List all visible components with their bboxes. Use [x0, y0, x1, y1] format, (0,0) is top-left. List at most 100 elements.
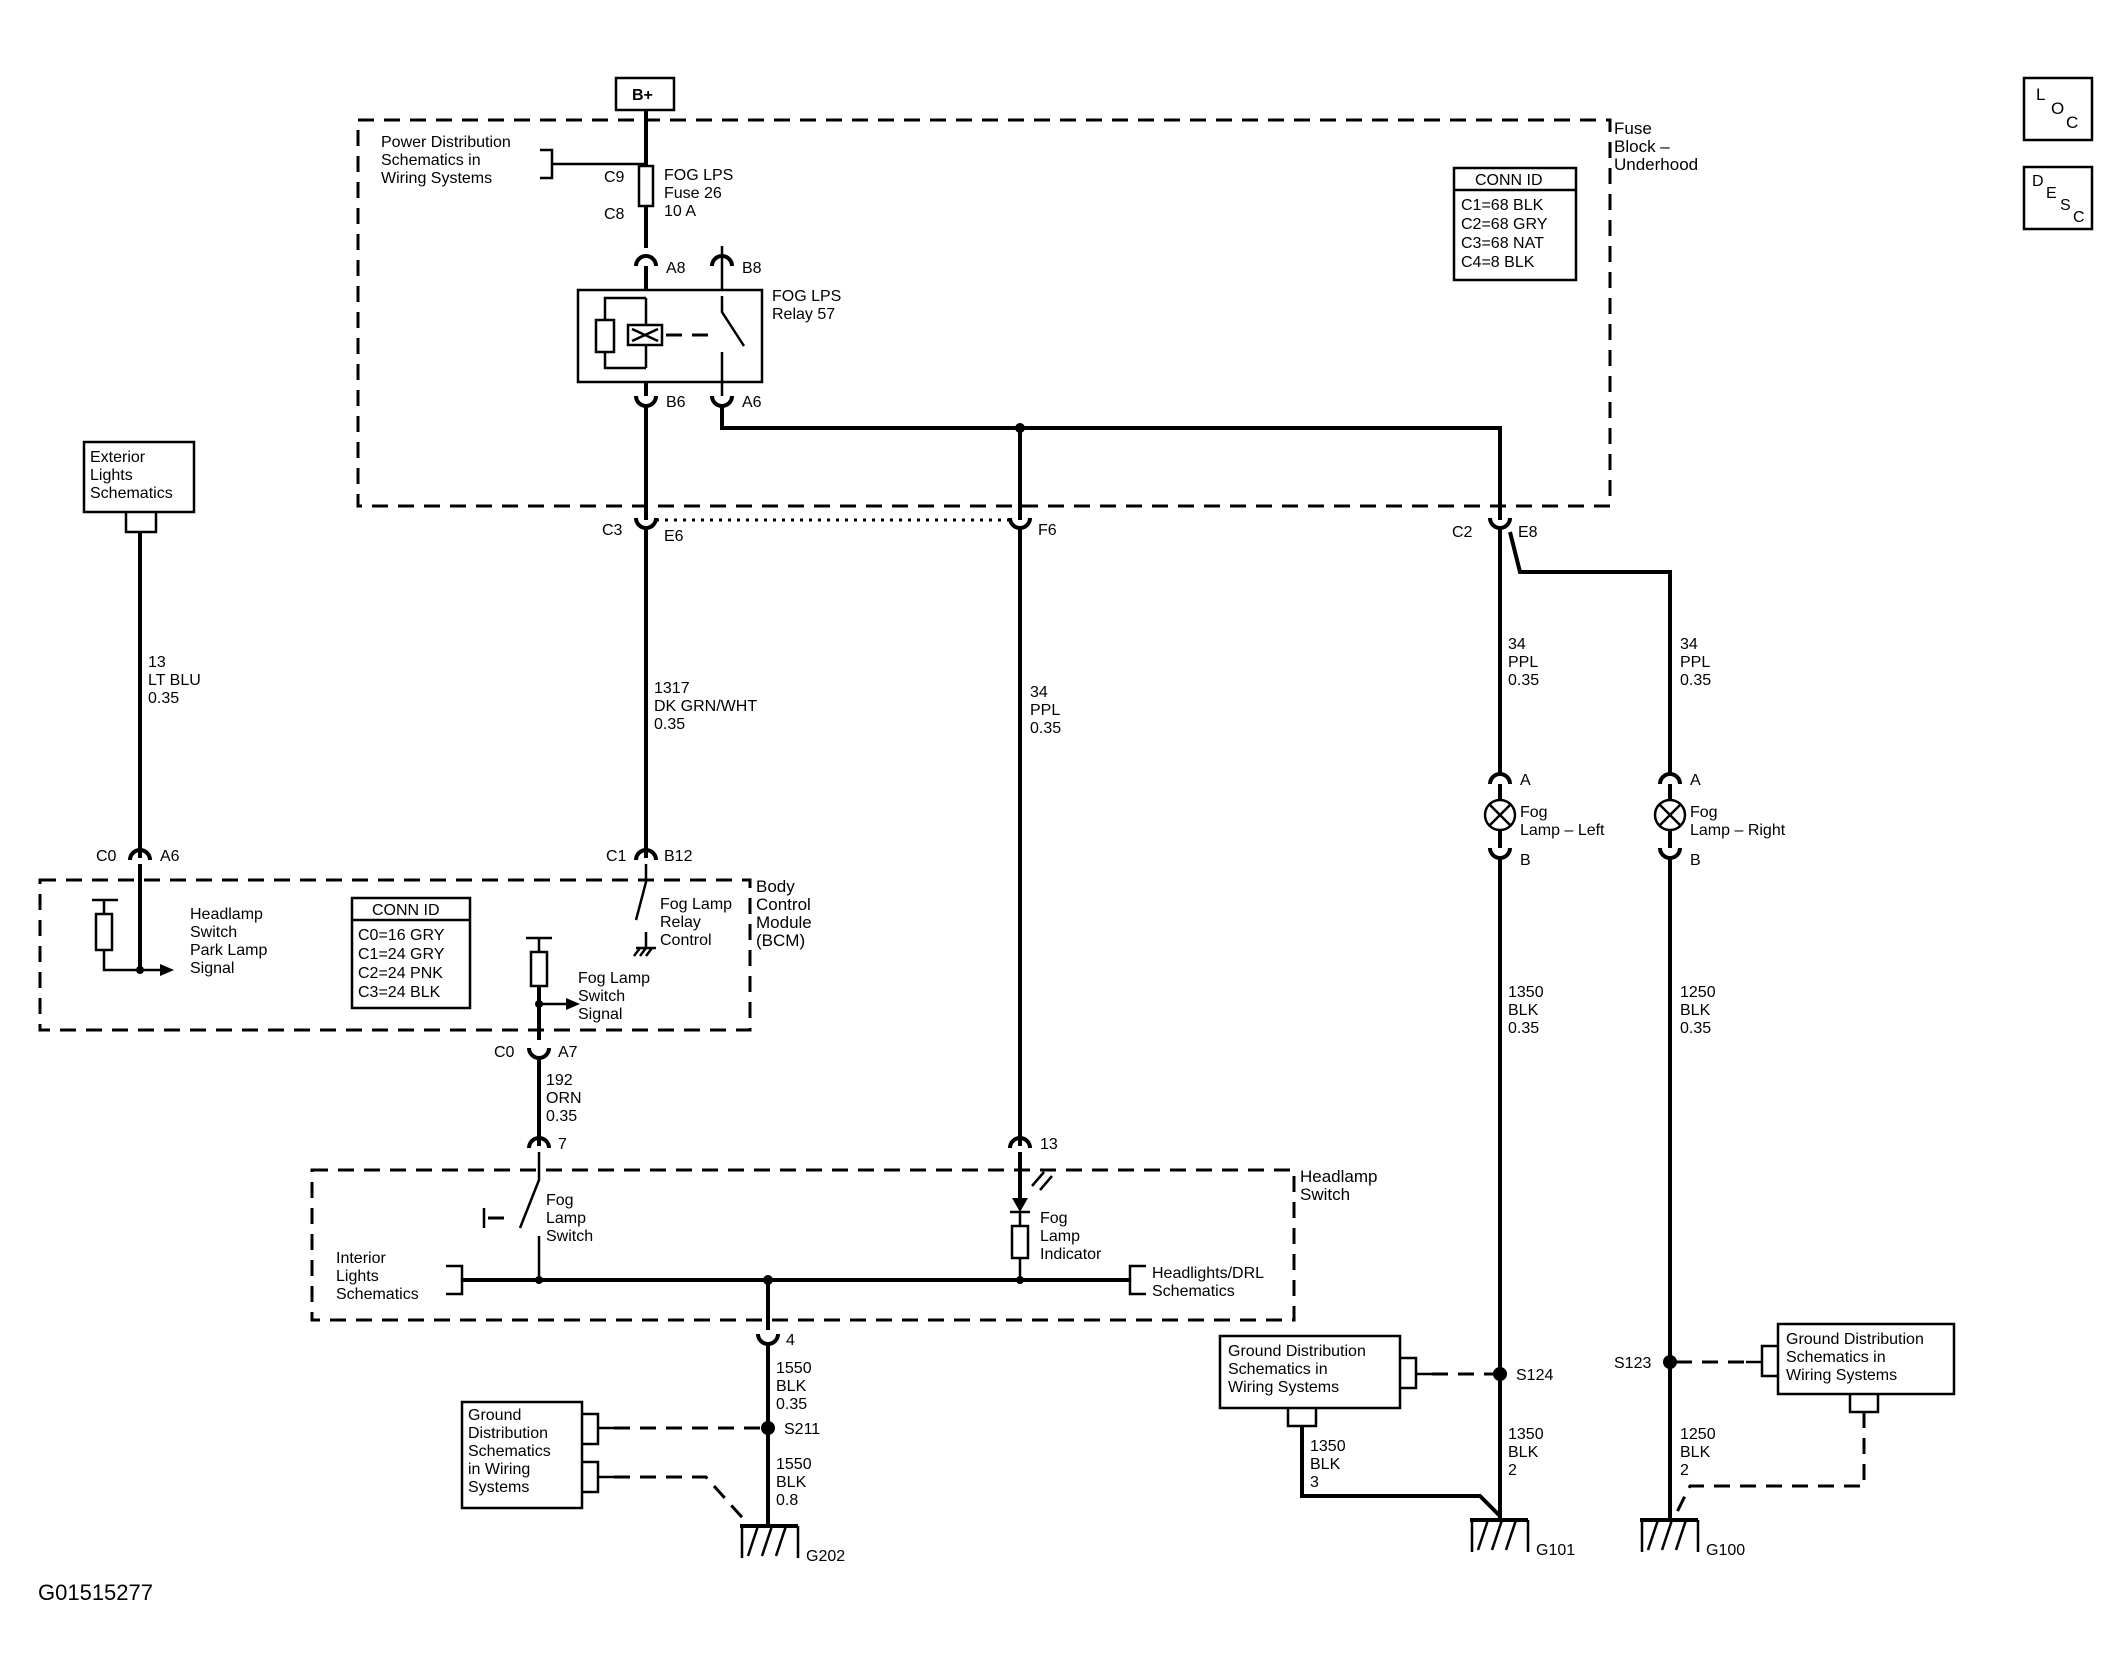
desc-button[interactable]: D E S C [2022, 165, 2094, 231]
exterior-lights-reference[interactable]: Exterior Lights Schematics [82, 440, 196, 858]
svg-text:Park Lamp: Park Lamp [190, 942, 267, 959]
svg-text:C0=16 GRY: C0=16 GRY [358, 927, 445, 944]
ground-distribution-reference-right[interactable]: Ground Distribution Schematics in Wiring… [1674, 1322, 1956, 1515]
interior-lights-reference[interactable]: Interior Lights Schematics [336, 1250, 464, 1303]
svg-text:Relay: Relay [660, 914, 701, 931]
wire-1550-blk-b: 1550 BLK 0.8 [776, 1456, 812, 1509]
svg-text:Wiring Systems: Wiring Systems [1228, 1379, 1339, 1396]
svg-text:Indicator: Indicator [1040, 1246, 1102, 1263]
svg-text:Ground Distribution: Ground Distribution [1786, 1331, 1924, 1348]
svg-text:G100: G100 [1706, 1542, 1745, 1559]
svg-text:Schematics: Schematics [90, 485, 173, 502]
svg-text:Lamp – Right: Lamp – Right [1690, 822, 1786, 839]
headlamp-switch-connectors: 7 13 [527, 1136, 1058, 1153]
svg-text:Schematics in: Schematics in [1228, 1361, 1328, 1378]
svg-text:Fog: Fog [1520, 804, 1548, 821]
svg-text:BLK: BLK [776, 1474, 807, 1491]
ground-distribution-reference-mid[interactable]: Ground Distribution Schematics in Wiring… [1218, 1334, 1502, 1518]
svg-text:Wiring Systems: Wiring Systems [1786, 1367, 1897, 1384]
svg-text:Lamp – Left: Lamp – Left [1520, 822, 1605, 839]
svg-text:192: 192 [546, 1072, 573, 1089]
svg-text:C8: C8 [604, 206, 625, 223]
svg-text:Block –: Block – [1614, 137, 1670, 156]
svg-text:Lights: Lights [90, 467, 133, 484]
svg-text:0.35: 0.35 [1030, 720, 1061, 737]
wire-1250-blk-2: 1250 BLK 2 [1680, 1426, 1716, 1479]
svg-text:B8: B8 [742, 260, 762, 277]
svg-text:Ground Distribution: Ground Distribution [1228, 1343, 1366, 1360]
svg-text:Body: Body [756, 877, 795, 896]
svg-text:Lights: Lights [336, 1268, 379, 1285]
svg-text:B: B [1520, 852, 1531, 869]
svg-text:Signal: Signal [190, 960, 234, 977]
svg-text:S123: S123 [1614, 1355, 1651, 1372]
battery-positive-terminal: B+ [614, 76, 676, 112]
svg-text:C3=68 NAT: C3=68 NAT [1461, 235, 1544, 252]
svg-text:Ground: Ground [468, 1407, 521, 1424]
svg-text:2: 2 [1680, 1462, 1689, 1479]
wire-1317-dk-grn-wht: 1317 DK GRN/WHT 0.35 [654, 680, 757, 733]
body-control-module: Body Control Module (BCM) [38, 877, 812, 1032]
svg-text:1550: 1550 [776, 1360, 812, 1377]
svg-text:E: E [2046, 185, 2057, 202]
svg-text:4: 4 [786, 1332, 795, 1349]
svg-text:E6: E6 [664, 528, 684, 545]
fuse-block-underhood: Fuse Block – Underhood [356, 118, 1698, 508]
svg-text:Systems: Systems [468, 1479, 529, 1496]
svg-text:Headlamp: Headlamp [190, 906, 263, 923]
svg-text:D: D [2032, 173, 2044, 190]
svg-text:BLK: BLK [1508, 1002, 1539, 1019]
svg-text:C: C [2066, 113, 2078, 132]
svg-text:G202: G202 [806, 1548, 845, 1565]
svg-text:0.35: 0.35 [1680, 1020, 1711, 1037]
svg-text:34: 34 [1508, 636, 1526, 653]
svg-text:C9: C9 [604, 169, 625, 186]
svg-text:Signal: Signal [578, 1006, 622, 1023]
svg-text:1350: 1350 [1310, 1438, 1346, 1455]
svg-text:Control: Control [756, 895, 811, 914]
power-distribution-reference[interactable]: Power Distribution Schematics in Wiring … [381, 134, 646, 187]
svg-text:A7: A7 [558, 1044, 578, 1061]
svg-text:0.35: 0.35 [148, 690, 179, 707]
svg-text:S: S [2060, 197, 2071, 214]
svg-text:34: 34 [1030, 684, 1048, 701]
ground-distribution-reference-left[interactable]: Ground Distribution Schematics in Wiring… [460, 1400, 762, 1525]
svg-text:C1=24 GRY: C1=24 GRY [358, 946, 445, 963]
svg-text:Schematics: Schematics [336, 1286, 419, 1303]
svg-text:G101: G101 [1536, 1542, 1575, 1559]
svg-text:C: C [2073, 209, 2085, 226]
ground-g202: G202 [740, 1524, 845, 1565]
svg-text:Distribution: Distribution [468, 1425, 548, 1442]
figure-id: G01515277 [38, 1580, 153, 1605]
fog-lamp-indicator: Fog Lamp Indicator [1010, 1152, 1102, 1280]
wire-192-orn: 192 ORN 0.35 [546, 1072, 582, 1125]
svg-text:0.35: 0.35 [1680, 672, 1711, 689]
svg-text:BLK: BLK [1680, 1444, 1711, 1461]
svg-text:0.35: 0.35 [1508, 1020, 1539, 1037]
svg-text:BLK: BLK [776, 1378, 807, 1395]
svg-text:0.35: 0.35 [776, 1396, 807, 1413]
svg-text:C4=8 BLK: C4=8 BLK [1461, 254, 1535, 271]
wire-1550-blk-a: 1550 BLK 0.35 [776, 1360, 812, 1413]
svg-text:BLK: BLK [1680, 1002, 1711, 1019]
svg-text:0.35: 0.35 [1508, 672, 1539, 689]
bcm-bottom-connector: C0 A7 [494, 1044, 578, 1146]
svg-text:FOG LPS: FOG LPS [664, 167, 733, 184]
fog-lamp-right: A B Fog Lamp – Right [1653, 772, 1786, 869]
svg-text:1350: 1350 [1508, 1426, 1544, 1443]
fog-lamp-left: A B Fog Lamp – Left [1483, 772, 1605, 869]
svg-text:S124: S124 [1516, 1367, 1553, 1384]
svg-text:B6: B6 [666, 394, 686, 411]
svg-text:1317: 1317 [654, 680, 690, 697]
ground-g100: G100 [1640, 1518, 1745, 1559]
svg-text:S211: S211 [784, 1421, 820, 1438]
loc-button[interactable]: L O C [2022, 76, 2094, 142]
svg-text:BLK: BLK [1310, 1456, 1341, 1473]
headlights-drl-reference[interactable]: Headlights/DRL Schematics [1128, 1264, 1264, 1300]
wire-1350-blk-3: 1350 BLK 3 [1310, 1438, 1346, 1491]
svg-text:PPL: PPL [1030, 702, 1060, 719]
splice-s123: S123 [1614, 1355, 1677, 1372]
headlamp-park-signal-circuit: Headlamp Switch Park Lamp Signal [92, 864, 267, 977]
svg-text:13: 13 [1040, 1136, 1058, 1153]
svg-text:1250: 1250 [1680, 1426, 1716, 1443]
